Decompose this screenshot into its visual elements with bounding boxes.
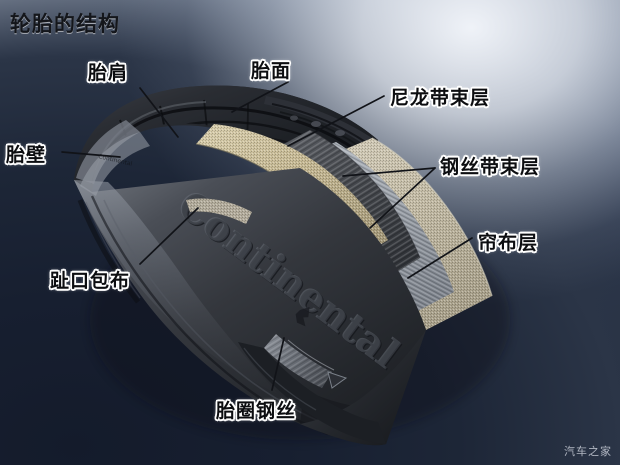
sidewall-leader [61,151,121,158]
bead-wrap-leader [139,207,199,265]
steel-leader-b [369,167,436,229]
bead-wire-leader [271,337,285,391]
label-steel-belt: 钢丝带束层 [440,156,541,178]
steel-leader-a [342,167,436,177]
shoulder-leader [139,87,179,138]
label-bead-wrap: 趾口包布 [50,270,131,292]
page-title: 轮胎的结构 [10,12,120,36]
label-tread: 胎面 [251,60,292,82]
leader-lines-group [61,81,473,391]
label-ply-layer: 帘布层 [478,232,539,254]
watermark: 汽车之家 [564,445,612,458]
horse-logo-icon [295,307,310,327]
label-shoulder: 胎肩 [88,62,129,84]
ply-leader [407,237,473,279]
tire-body: Continental Continental Continental Cont… [74,85,510,446]
nylon-leader [287,95,385,147]
label-sidewall: 胎壁 [6,144,47,166]
bead-wrap-band [186,198,252,224]
tread-leader [231,81,289,113]
bead-toe-detail [327,371,348,389]
label-bead-wire: 胎圈钢丝 [216,400,297,422]
label-nylon-belt: 尼龙带束层 [390,87,491,109]
